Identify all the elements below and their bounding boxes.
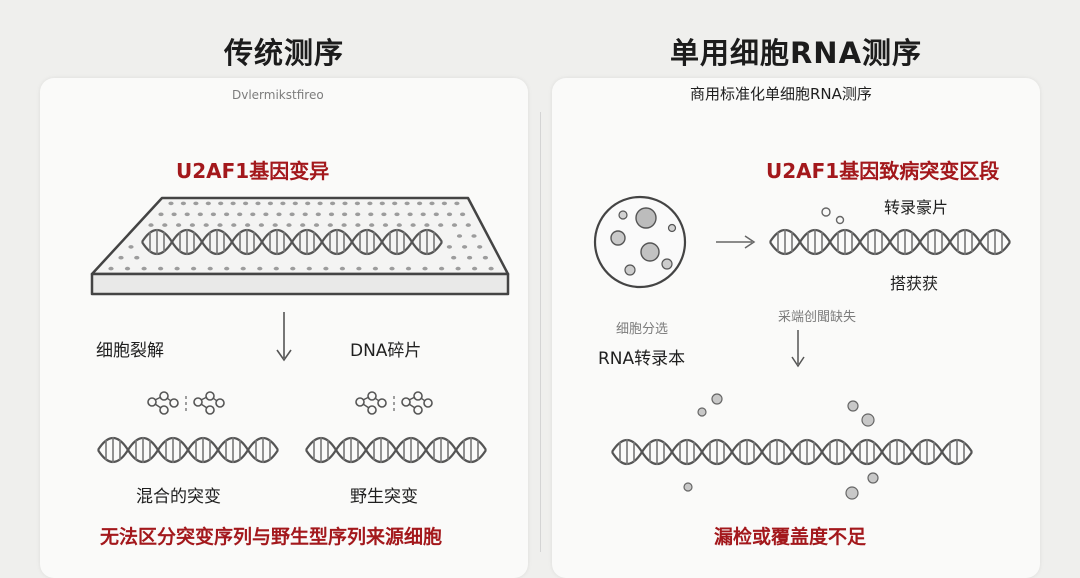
cell-select-label: 细胞分选 — [616, 322, 669, 337]
wild-mutation-label: 野生突变 — [350, 487, 418, 507]
right-subtitle: 商用标准化单细胞RNA测序 — [690, 85, 872, 103]
rna-transcript-label: RNA转录本 — [598, 349, 686, 369]
dna-fragment-label: DNA碎片 — [350, 341, 422, 361]
mixed-mutation-label: 混合的突变 — [136, 487, 221, 507]
left-column-title: 传统测序 — [223, 36, 344, 70]
right-conclusion: 漏检或覆盖度不足 — [714, 526, 867, 548]
right-panel — [552, 78, 1040, 578]
left-mutation-label: U2AF1基因变异 — [176, 159, 330, 183]
cell-lysis-label: 细胞裂解 — [96, 341, 164, 361]
left-subtitle: Dvlermikstfireo — [232, 88, 324, 102]
transcript-fragment-label: 转录豪片 — [884, 198, 949, 217]
right-mutation-label: U2AF1基因致病突变区段 — [766, 159, 1000, 183]
capture-label: 搭获获 — [890, 274, 939, 293]
left-conclusion: 无法区分突变序列与野生型序列来源细胞 — [100, 526, 443, 548]
panel-divider — [540, 112, 541, 552]
right-column-title: 单用细胞RNA测序 — [669, 36, 923, 70]
end-missing-label: 采端创聞缺失 — [778, 310, 857, 325]
left-panel — [40, 78, 528, 578]
